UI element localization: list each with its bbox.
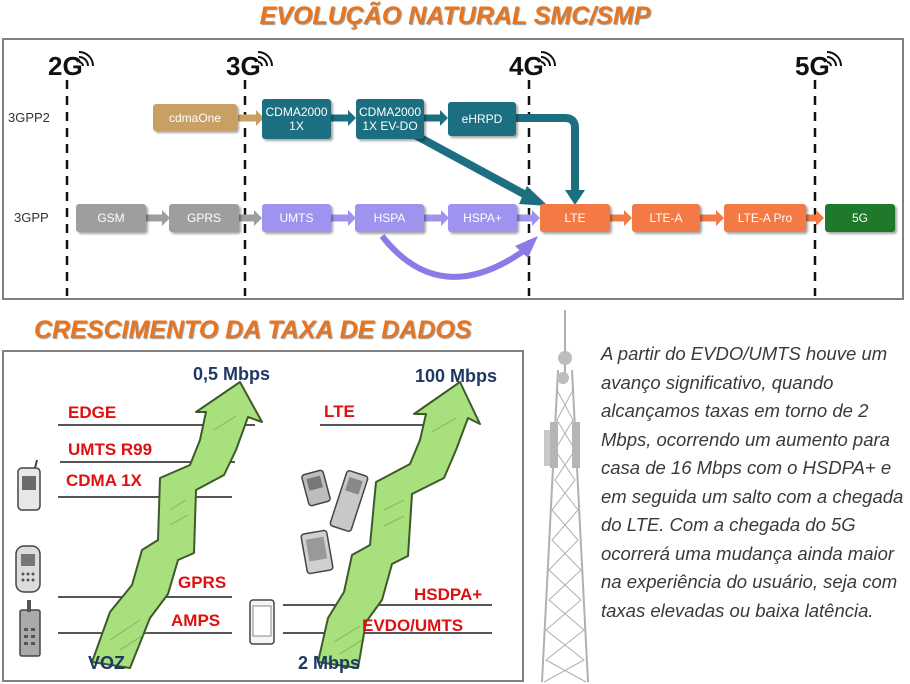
left-bottom-label: VOZ xyxy=(88,653,126,673)
node-gprs: GPRS xyxy=(169,204,239,232)
node-lte: LTE xyxy=(540,204,610,232)
tech-gprs: GPRS xyxy=(178,573,227,592)
tech-lte: LTE xyxy=(324,402,355,421)
signal-icon-4g xyxy=(540,51,556,67)
brick-phone-icon xyxy=(19,600,41,657)
left-top-speed: 0,5 Mbps xyxy=(193,364,271,384)
row-label-3gpp2: 3GPP2 xyxy=(8,110,50,125)
node-hspa-plus: HSPA+ xyxy=(448,204,517,232)
gen-label-4g: 4G xyxy=(509,51,544,81)
node-gsm: GSM xyxy=(76,204,146,232)
arrow-ehrpd-lte xyxy=(516,114,579,192)
tech-hsdpa-plus: HSDPA+ xyxy=(414,585,483,604)
smartphone-icon xyxy=(249,599,275,645)
node-cdma2000-evdo: CDMA2000 1X EV-DO xyxy=(356,99,424,139)
gen-label-3g: 3G xyxy=(226,51,261,81)
growth-arrow-left xyxy=(91,381,263,669)
tech-umts-r99: UMTS R99 xyxy=(68,440,153,459)
cell-tower-icon xyxy=(541,310,589,683)
gen-label-2g: 2G xyxy=(48,51,83,81)
signal-icons xyxy=(78,51,842,67)
tech-cdma-1x: CDMA 1X xyxy=(66,471,142,490)
signal-icon-2g xyxy=(78,51,94,67)
node-umts: UMTS xyxy=(262,204,331,232)
tech-edge: EDGE xyxy=(68,403,117,422)
node-lte-a-pro: LTE-A Pro xyxy=(724,204,806,232)
node-hspa: HSPA xyxy=(355,204,424,232)
evolution-connectors xyxy=(65,80,824,296)
node-ehrpd: eHRPD xyxy=(448,102,516,136)
row-label-3gpp: 3GPP xyxy=(14,210,49,225)
gen-label-5g: 5G xyxy=(795,51,830,81)
tech-evdo-umts: EVDO/UMTS xyxy=(362,616,464,635)
arrow-hspa-lte xyxy=(379,234,527,280)
page-title: EVOLUÇÃO NATURAL SMC/SMP xyxy=(259,2,651,30)
flip-phone-icon xyxy=(17,459,41,511)
node-5g: 5G xyxy=(825,204,895,232)
signal-icon-3g xyxy=(257,51,273,67)
growth-graphics xyxy=(15,381,492,669)
right-top-speed: 100 Mbps xyxy=(415,366,498,386)
arrow-evdo-lte xyxy=(413,131,537,204)
node-cdmaone: cdmaOne xyxy=(153,104,237,131)
growth-arrow-right xyxy=(317,381,481,669)
section-title-growth: CRESCIMENTO DA TAXA DE DADOS xyxy=(34,316,472,344)
description-paragraph: A partir do EVDO/UMTS houve um avanço si… xyxy=(601,343,904,621)
tech-amps: AMPS xyxy=(171,611,221,630)
evolution-diagram xyxy=(2,38,904,300)
node-lte-a: LTE-A xyxy=(632,204,700,232)
signal-icon-5g xyxy=(826,51,842,67)
right-bottom-speed: 2 Mbps xyxy=(298,653,361,673)
node-cdma2000-1x: CDMA2000 1X xyxy=(262,99,331,139)
pda-devices-icon xyxy=(300,469,369,575)
candybar-phone-icon xyxy=(15,545,41,593)
